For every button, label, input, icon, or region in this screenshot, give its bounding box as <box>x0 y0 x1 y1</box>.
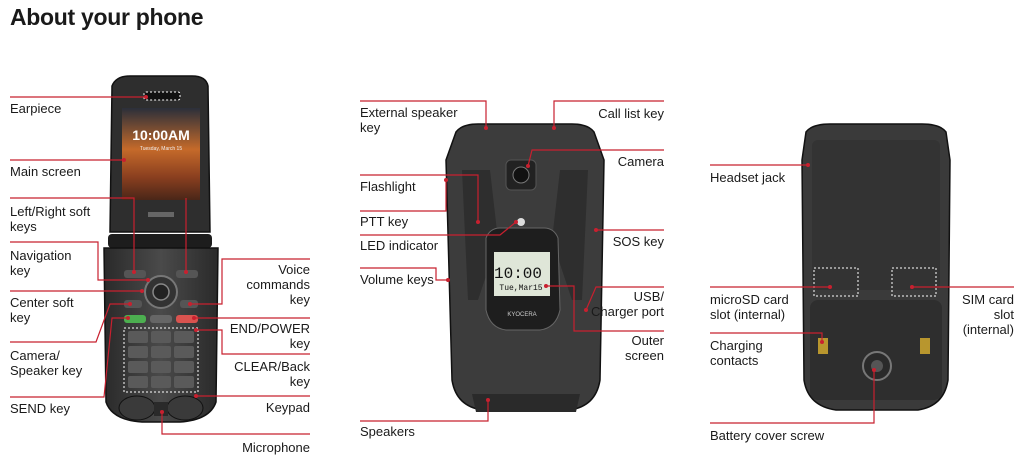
main-screen-date: Tuesday, March 15 <box>140 146 182 152</box>
label-clear-back-key: CLEAR/Back key <box>234 359 310 389</box>
label-main-screen: Main screen <box>10 164 81 179</box>
label-speakers: Speakers <box>360 424 415 439</box>
label-soft-keys: Left/Right soft keys <box>10 204 91 234</box>
page-title: About your phone <box>10 4 204 30</box>
label-center-soft-key: Center soft key <box>10 295 74 325</box>
label-navigation-key: Navigation key <box>10 248 72 278</box>
label-sos-key: SOS key <box>612 234 664 249</box>
label-flashlight: Flashlight <box>360 179 416 194</box>
label-voice-commands-key: Voice commands key <box>246 262 310 307</box>
open-phone-illustration: 10:00AM Tuesday, March 15 <box>103 75 219 423</box>
label-call-list-key: Call list key <box>598 106 664 121</box>
label-led-indicator: LED indicator <box>360 238 439 253</box>
label-outer-screen: Outer screen <box>624 333 664 363</box>
callout-lines <box>10 95 1014 435</box>
label-send-key: SEND key <box>10 401 70 416</box>
label-ptt-key: PTT key <box>360 214 409 229</box>
label-keypad: Keypad <box>265 400 310 415</box>
label-camera-speaker-key: Camera/ Speaker key <box>10 348 83 378</box>
label-end-power-key: END/POWER key <box>229 321 310 351</box>
closed-phone-illustration: 10:00 Tue,Mar15 KYOCERA <box>445 123 605 412</box>
back-phone-illustration <box>801 123 951 411</box>
label-battery-cover-screw: Battery cover screw <box>710 428 825 443</box>
label-charging-contacts: Charging contacts <box>710 338 763 368</box>
label-external-speaker-key: External speaker key <box>360 105 458 135</box>
label-sim-slot: SIM card slot (internal) <box>961 292 1014 337</box>
label-volume-keys: Volume keys <box>360 272 434 287</box>
label-usb-charger-port: USB/ Charger port <box>591 289 664 319</box>
label-headset-jack: Headset jack <box>710 170 786 185</box>
label-camera: Camera <box>617 154 664 169</box>
label-earpiece: Earpiece <box>10 101 62 116</box>
outer-screen-date: Tue,Mar15 <box>499 284 542 293</box>
outer-screen-time: 10:00 <box>494 265 542 283</box>
label-microphone: Microphone <box>242 440 310 455</box>
brand-logo-text: KYOCERA <box>507 312 536 318</box>
label-microsd-slot: microSD card slot (internal) <box>710 292 789 322</box>
main-screen-time: 10:00AM <box>132 127 190 143</box>
